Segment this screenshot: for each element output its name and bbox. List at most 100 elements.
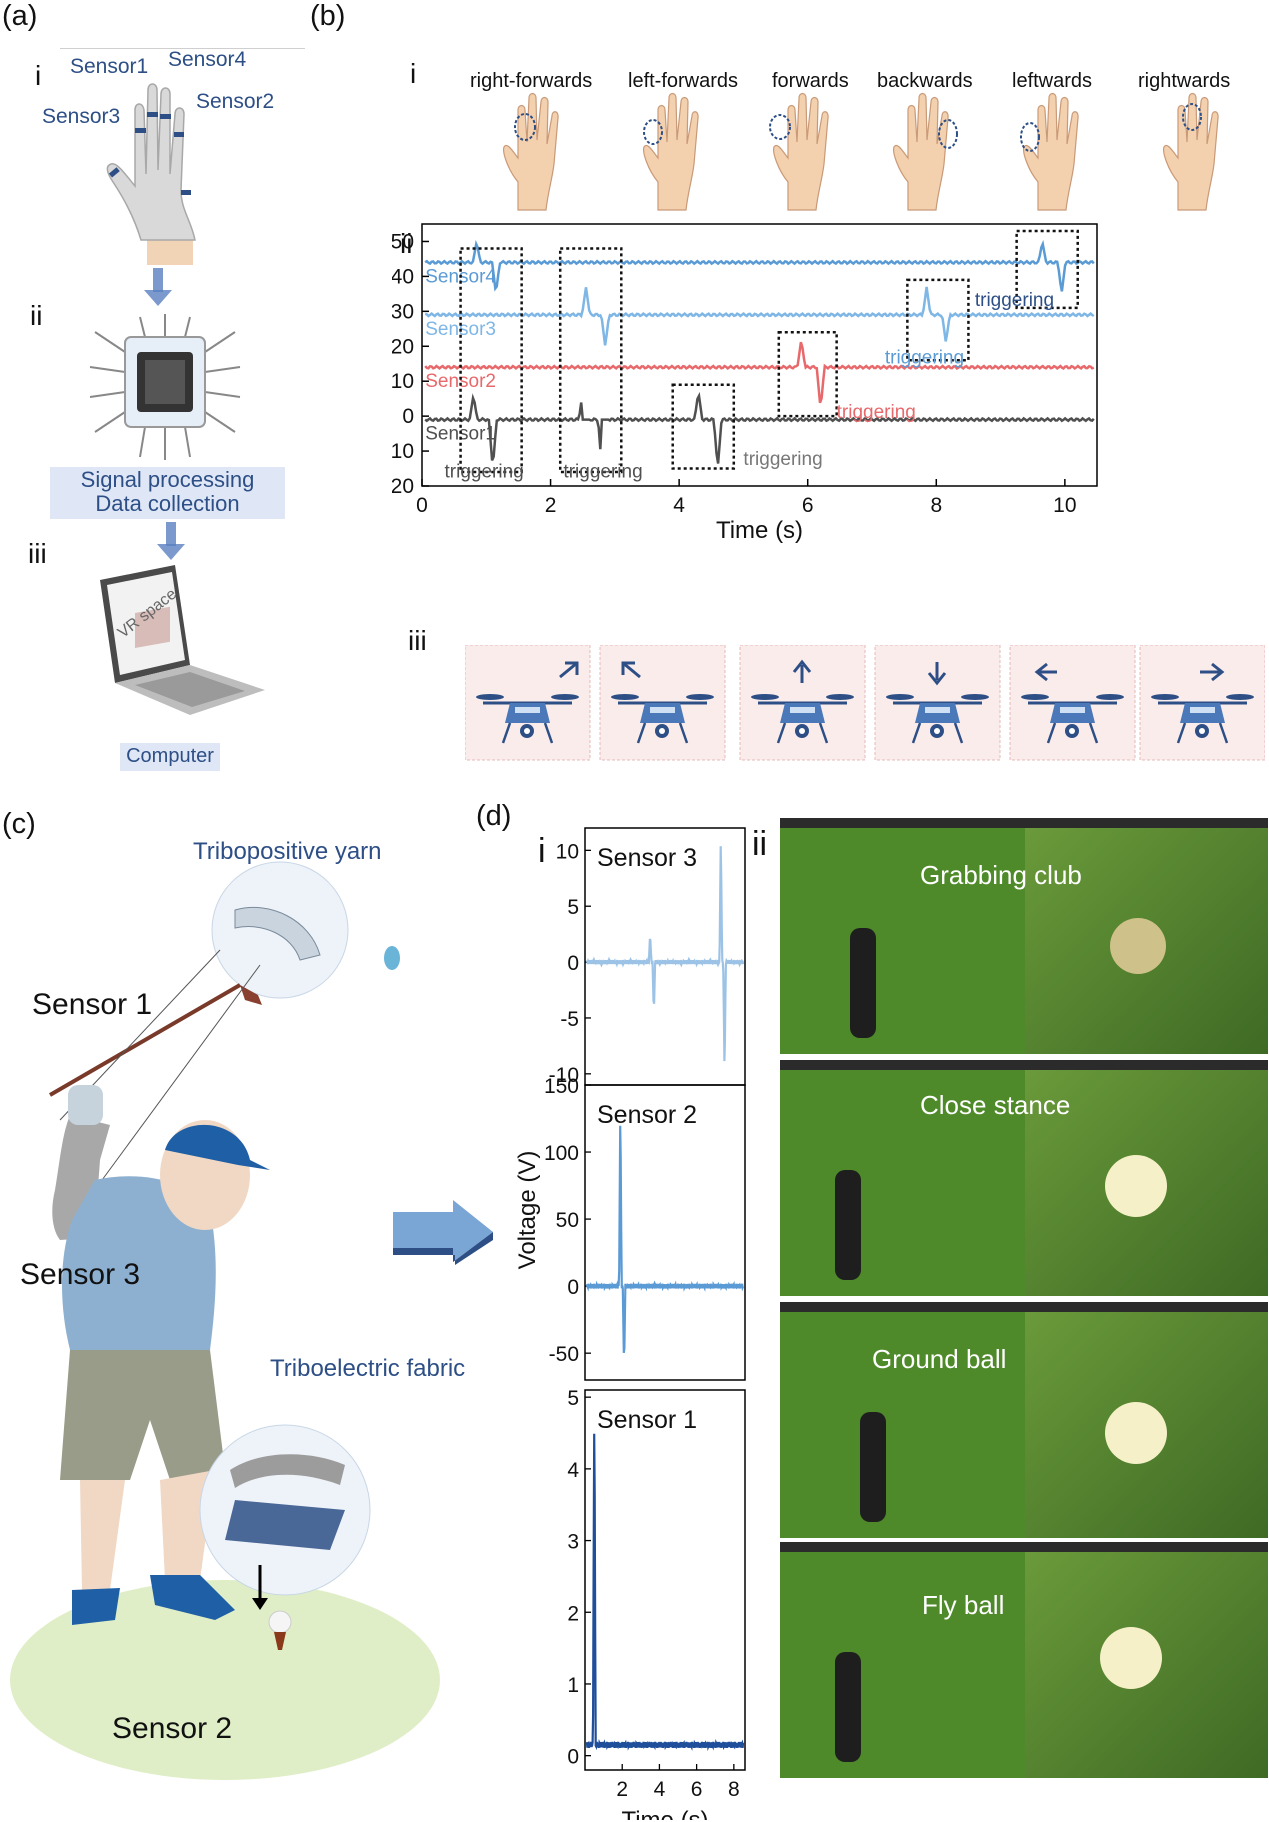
- x-axis-label: Time (s): [621, 1807, 708, 1820]
- sub-i-label: i: [410, 58, 417, 89]
- drone-right-icon: [1138, 645, 1265, 762]
- y-tick-label: 0: [402, 405, 414, 428]
- step-i-label: i: [35, 60, 42, 91]
- series-line-sensor1: [424, 391, 1095, 464]
- series-line-sensor-1: [585, 1433, 745, 1752]
- glove-sensor1-label: Sensor1: [70, 55, 149, 78]
- step-iii-label: iii: [28, 538, 47, 569]
- glove-sensor4-label: Sensor4: [168, 48, 247, 71]
- d-sub-i-label: i: [538, 832, 546, 870]
- frame-caption-close-stance: Close stance: [920, 1090, 1071, 1120]
- down-arrow-icon: [157, 522, 185, 560]
- series-line-sensor2: [424, 341, 1095, 404]
- x-tick-label: 6: [802, 494, 814, 517]
- sub-ii-label: ii: [400, 228, 413, 259]
- triggering-box: [1015, 229, 1079, 310]
- triggering-box: [906, 278, 970, 362]
- y-tick-label: 5: [567, 896, 579, 919]
- gesture-label-rightwards: rightwards: [1138, 70, 1231, 92]
- panel-a-top-rule: [60, 48, 305, 49]
- y-tick-label: 100: [544, 1142, 579, 1165]
- triggering-label: triggering: [563, 461, 642, 482]
- y-tick-label: 2: [567, 1602, 579, 1625]
- subplot-title: Sensor 1: [597, 1406, 697, 1434]
- x-tick-label: 0: [416, 494, 428, 517]
- gesture-hands-row: [503, 92, 1219, 211]
- y-tick-label: 10: [556, 840, 579, 863]
- data-collection-text: Data collection: [95, 491, 240, 516]
- golfer-illustration: [10, 861, 440, 1780]
- golfer-figure: [860, 1412, 886, 1522]
- x-tick-label: 2: [616, 1778, 628, 1801]
- step-ii-label: ii: [30, 300, 43, 331]
- y-tick-label: 50: [556, 1209, 579, 1232]
- signal-processing-box: [50, 467, 285, 519]
- drone-up-right-icon: [465, 645, 592, 762]
- triggering-label: triggering: [975, 290, 1054, 311]
- golf-ball: [1100, 1627, 1162, 1689]
- frame-fly-ball: Fly ball: [780, 1542, 1268, 1778]
- y-tick-label: 4: [567, 1459, 579, 1482]
- gesture-label-left-forwards: left-forwards: [628, 70, 739, 92]
- plot-frame: [421, 223, 1098, 487]
- gesture-label-forwards: forwards: [772, 70, 849, 92]
- right-arrow-icon: [393, 1200, 493, 1265]
- triggering-box: [671, 383, 736, 470]
- triboelectric-fabric-label: Triboelectric fabric: [270, 1355, 466, 1382]
- sensor-1-callout: Sensor 1: [32, 988, 153, 1021]
- panel-b-label: (b): [310, 0, 346, 32]
- triggering-label: triggering: [743, 449, 822, 470]
- sensor-2-callout: Sensor 2: [112, 1712, 233, 1745]
- hand-right-forwards-icon: [503, 92, 559, 211]
- laptop-icon: [100, 565, 265, 715]
- golf-ball: [1110, 918, 1166, 974]
- x-axis-label: Time (s): [716, 517, 803, 544]
- panel-d-label: (d): [476, 800, 512, 832]
- frame-grabbing-club: Grabbing club: [780, 818, 1268, 1054]
- y-tick-label: -10: [549, 1064, 579, 1087]
- computer-label-box: [120, 743, 220, 771]
- series-line-sensor3: [424, 286, 1095, 346]
- y-tick-label: 0: [567, 952, 579, 975]
- chip-icon: [89, 314, 241, 460]
- down-arrow-icon: [144, 268, 172, 306]
- frame-caption-fly-ball: Fly ball: [922, 1590, 1005, 1620]
- x-tick-label: 2: [545, 494, 557, 517]
- y-tick-label: -20: [392, 475, 414, 498]
- x-tick-label: 4: [673, 494, 685, 517]
- y-tick-label: 30: [392, 300, 414, 323]
- frame-caption-grabbing-club: Grabbing club: [920, 860, 1082, 890]
- triggering-label: triggering: [837, 402, 916, 423]
- y-tick-label: 1: [567, 1674, 579, 1697]
- x-tick-label: 10: [1053, 494, 1076, 517]
- golf-ball: [1105, 1402, 1167, 1464]
- smart-glove-illustration: [106, 83, 196, 265]
- hand-rightwards-icon: [1163, 92, 1219, 211]
- golf-frames: Grabbing club Close stance Ground ball F…: [780, 818, 1268, 1778]
- x-tick-label: 6: [691, 1778, 703, 1801]
- signal-processing-text: Signal processing: [80, 467, 255, 492]
- hand-leftwards-icon: [1020, 92, 1079, 211]
- glove-sensor3-label: Sensor3: [42, 105, 121, 128]
- hand-forwards-icon: [769, 92, 829, 211]
- hand-backwards-icon: [893, 92, 958, 211]
- panel-c-label: (c): [2, 808, 36, 840]
- triggering-box: [558, 247, 623, 474]
- series-line-sensor-3: [585, 846, 745, 1062]
- subplot-frame: [584, 1084, 746, 1381]
- triggering-box: [459, 247, 523, 474]
- subplot-title: Sensor 3: [597, 844, 697, 872]
- y-tick-label: 20: [392, 335, 414, 358]
- tribopositive-yarn-label: Tribopositive yarn: [193, 838, 382, 865]
- triggering-box: [777, 331, 838, 418]
- golfer-figure: [835, 1170, 861, 1280]
- y-tick-label: 0: [567, 1276, 579, 1299]
- hand-left-forwards-icon: [643, 92, 699, 211]
- x-tick-label: 8: [728, 1778, 740, 1801]
- y-tick-label: 5: [567, 1387, 579, 1410]
- y-tick-label: -50: [549, 1343, 579, 1366]
- sensor-3-callout: Sensor 3: [20, 1258, 141, 1291]
- gesture-label-backwards: backwards: [877, 70, 973, 92]
